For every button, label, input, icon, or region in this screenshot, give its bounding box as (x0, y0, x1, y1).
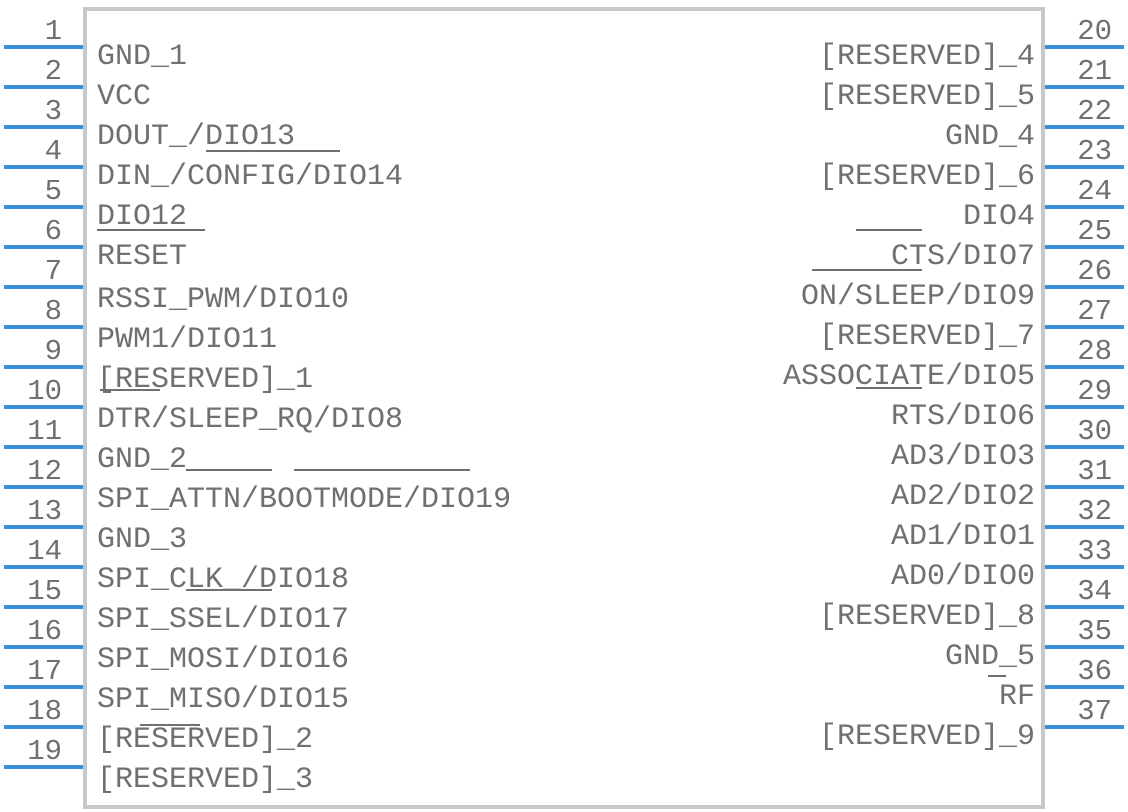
pin-35-label: GND_5 (945, 640, 1035, 674)
pin-34-label: [RESERVED]_8 (819, 600, 1035, 634)
pin-27-label: [RESERVED]_7 (819, 320, 1035, 354)
pin-4-number: 4 (45, 135, 62, 168)
pin-16-number: 16 (27, 615, 62, 648)
pin-20-number: 20 (1077, 15, 1112, 48)
pin-32-label: AD1/DIO1 (891, 520, 1035, 554)
pin-15-label: SPI_SSEL/DIO17 (97, 603, 349, 637)
pin-20-label: [RESERVED]_4 (819, 40, 1035, 74)
pin-1-number: 1 (45, 15, 62, 48)
pin-5-number: 5 (45, 175, 62, 208)
pin-33-label: AD0/DIO0 (891, 560, 1035, 594)
pin-28-number: 28 (1077, 335, 1112, 368)
pin-29-number: 29 (1077, 375, 1112, 408)
pin-6-number: 6 (45, 215, 62, 248)
pin-13-label: GND_3 (97, 523, 187, 557)
pin-29-label: RTS/DIO6 (891, 400, 1035, 434)
pin-13-number: 13 (27, 495, 62, 528)
pin-5-label: DIO12 (97, 200, 187, 234)
pin-31-label: AD2/DIO2 (891, 480, 1035, 514)
pin-30-label: AD3/DIO3 (891, 440, 1035, 474)
pin-33-number: 33 (1077, 535, 1112, 568)
pin-7-label: RSSI_PWM/DIO10 (97, 283, 349, 317)
pin-9-label: [RESERVED]_1 (97, 363, 313, 397)
pin-2-number: 2 (45, 55, 62, 88)
pin-34-number: 34 (1077, 575, 1112, 608)
pin-1-label: GND_1 (97, 40, 187, 74)
pin-8-number: 8 (45, 295, 62, 328)
pin-22-number: 22 (1077, 95, 1112, 128)
pin-32-number: 32 (1077, 495, 1112, 528)
pin-11-label: GND_2 (97, 443, 187, 477)
pin-11-number: 11 (27, 415, 62, 448)
pin-12-label: SPI_ATTN/BOOTMODE/DIO19 (97, 483, 511, 517)
pin-19-label: [RESERVED]_3 (97, 763, 313, 797)
pin-27-number: 27 (1077, 295, 1112, 328)
pin-37-number: 37 (1077, 695, 1112, 728)
pin-18-label: [RESERVED]_2 (97, 723, 313, 757)
pin-23-label: [RESERVED]_6 (819, 160, 1035, 194)
pin-35-number: 35 (1077, 615, 1112, 648)
pin-31-number: 31 (1077, 455, 1112, 488)
pin-25-label: CTS/DIO7 (891, 240, 1035, 274)
pin-26-label: ON/SLEEP/DIO9 (801, 280, 1035, 314)
pin-4-label: DIN_/CONFIG/DIO14 (97, 160, 403, 194)
pin-30-number: 30 (1077, 415, 1112, 448)
pin-26-number: 26 (1077, 255, 1112, 288)
pin-15-number: 15 (27, 575, 62, 608)
pin-23-number: 23 (1077, 135, 1112, 168)
pin-22-label: GND_4 (945, 120, 1035, 154)
pin-36-label: RF (999, 680, 1035, 714)
pin-19-number: 19 (27, 735, 62, 768)
pin-3-number: 3 (45, 95, 62, 128)
pin-7-number: 7 (45, 255, 62, 288)
pin-9-number: 9 (45, 335, 62, 368)
overline-marks (97, 150, 1006, 726)
pin-17-number: 17 (27, 655, 62, 688)
pin-21-number: 21 (1077, 55, 1112, 88)
pin-14-number: 14 (27, 535, 62, 568)
pin-24-number: 24 (1077, 175, 1112, 208)
pin-16-label: SPI_MOSI/DIO16 (97, 643, 349, 677)
pin-8-label: PWM1/DIO11 (97, 323, 277, 357)
pin-36-number: 36 (1077, 655, 1112, 688)
pin-12-number: 12 (27, 455, 62, 488)
component-body (83, 7, 1045, 809)
pin-10-number: 10 (27, 375, 62, 408)
pin-2-label: VCC (97, 80, 151, 114)
pin-25-number: 25 (1077, 215, 1112, 248)
pin-17-label: SPI_MISO/DIO15 (97, 683, 349, 717)
pin-18-number: 18 (27, 695, 62, 728)
pin-3-label: DOUT_/DIO13 (97, 120, 295, 154)
pin-37-label: [RESERVED]_9 (819, 720, 1035, 754)
pin-6-label: RESET (97, 240, 187, 274)
pin-10-label: DTR/SLEEP_RQ/DIO8 (97, 403, 403, 437)
pin-21-label: [RESERVED]_5 (819, 80, 1035, 114)
pin-24-label: DIO4 (963, 200, 1035, 234)
pin-14-label: SPI_CLK_/DIO18 (97, 563, 349, 597)
